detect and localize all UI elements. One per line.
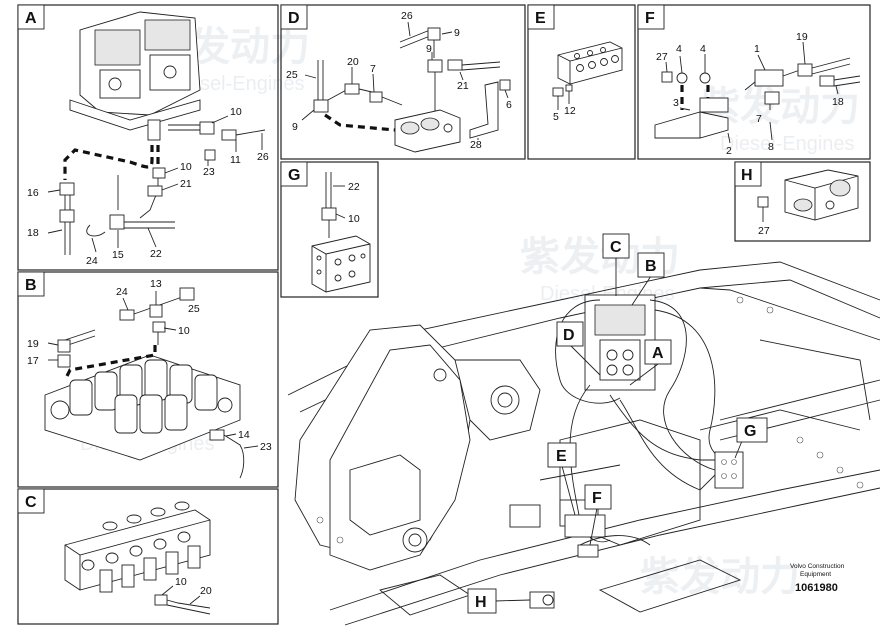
part-number: 28 — [470, 139, 482, 151]
part-number: 20 — [200, 585, 212, 597]
callout-D: D — [556, 321, 584, 347]
callout-B: B — [637, 252, 665, 278]
panel-D: D 26 9 2 — [280, 4, 526, 160]
panel-F: F 27 4 4 1 19 3 7 — [637, 4, 871, 160]
brand-line-2: Equipment — [800, 571, 831, 578]
callout-label: B — [645, 258, 657, 275]
panel-tag: G — [288, 167, 300, 184]
panel-tag: E — [535, 10, 546, 27]
panel-tag: A — [25, 10, 37, 27]
part-number: 8 — [768, 141, 774, 153]
part-number: 21 — [180, 178, 192, 190]
panel-tag: C — [25, 494, 37, 511]
watermark-en: Diesel-Engines — [170, 73, 305, 95]
panel-G: G 22 10 — [280, 161, 379, 298]
part-number: 16 — [27, 187, 39, 199]
panel-C: C 10 20 — [17, 488, 279, 625]
panel-B: B 24 13 — [17, 271, 279, 488]
part-number: 9 — [454, 27, 460, 39]
callout-label: D — [563, 327, 575, 344]
part-number: 22 — [348, 181, 360, 193]
watermark-cn: 紫发动力 — [640, 555, 800, 599]
part-number: 7 — [756, 113, 762, 125]
callout-label: F — [592, 490, 602, 507]
panel-tag: F — [645, 10, 655, 27]
part-number: 26 — [401, 10, 413, 22]
part-number: 5 — [553, 111, 559, 123]
part-number: 10 — [180, 161, 192, 173]
panel-tag: B — [25, 277, 37, 294]
part-number: 18 — [832, 96, 844, 108]
part-number: 17 — [27, 355, 39, 367]
callout-C: C — [602, 233, 630, 259]
part-number: 4 — [676, 43, 682, 55]
callout-label: G — [744, 423, 756, 440]
part-number: 9 — [292, 121, 298, 133]
main-frame-drawing — [287, 258, 881, 626]
drawing-code: 1061980 — [795, 582, 838, 594]
part-number: 12 — [564, 105, 576, 117]
part-number: 27 — [656, 51, 668, 63]
part-number: 10 — [175, 576, 187, 588]
callout-G: G — [736, 417, 768, 443]
part-number: 18 — [27, 227, 39, 239]
callout-label: H — [475, 594, 487, 611]
panel-E: E 5 12 — [527, 4, 636, 160]
panel-H: H 27 — [734, 161, 871, 242]
part-number: 24 — [116, 286, 128, 298]
part-number: 4 — [700, 43, 706, 55]
part-number: 15 — [112, 249, 124, 261]
part-number: 20 — [347, 56, 359, 68]
part-number: 19 — [27, 338, 39, 350]
part-number: 25 — [188, 303, 200, 315]
part-number: 23 — [203, 166, 215, 178]
part-number: 6 — [506, 99, 512, 111]
panel-tag: H — [741, 167, 753, 184]
part-number: 7 — [370, 63, 376, 75]
part-number: 23 — [260, 441, 272, 453]
brand-line-1: Volvo Construction — [790, 563, 845, 570]
part-number: 2 — [726, 145, 732, 157]
part-number: 10 — [178, 325, 190, 337]
watermark-en: Diesel-Engines — [720, 133, 855, 155]
panel-A: A — [17, 4, 279, 271]
callout-H: H — [467, 588, 497, 614]
callout-E: E — [547, 442, 577, 468]
callout-label: E — [556, 448, 567, 465]
callout-label: C — [610, 239, 622, 256]
part-number: 27 — [758, 225, 770, 237]
part-number: 21 — [457, 80, 469, 92]
part-number: 3 — [673, 97, 679, 109]
footer: Volvo Construction Equipment 1061980 — [790, 563, 845, 594]
part-number: 24 — [86, 255, 98, 267]
main-callouts: C B D A G E F H — [467, 233, 768, 614]
panel-tag: D — [288, 10, 300, 27]
part-number: 14 — [238, 429, 250, 441]
part-number: 19 — [796, 31, 808, 43]
part-number: 13 — [150, 278, 162, 290]
callout-label: A — [652, 345, 664, 362]
part-number: 1 — [754, 43, 760, 55]
part-number: 26 — [257, 151, 269, 163]
part-number: 10 — [348, 213, 360, 225]
callout-A: A — [644, 339, 672, 365]
callout-F: F — [584, 484, 612, 510]
part-number: 22 — [150, 248, 162, 260]
part-number: 11 — [230, 154, 241, 166]
part-number: 25 — [286, 69, 298, 81]
part-number: 9 — [426, 43, 432, 55]
part-number: 10 — [230, 106, 242, 118]
